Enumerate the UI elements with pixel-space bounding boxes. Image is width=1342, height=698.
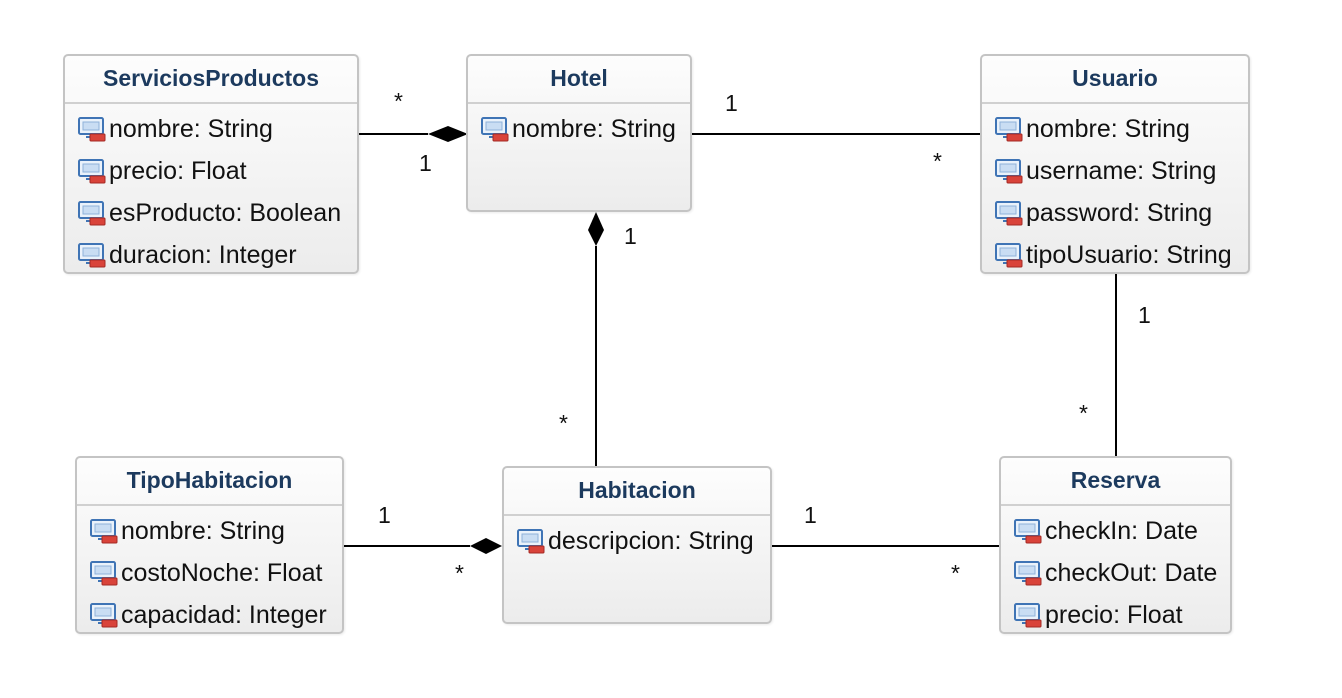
attribute-label: precio: Float (109, 157, 247, 185)
attribute-icon (481, 117, 509, 142)
attribute-icon (90, 519, 118, 544)
class-name: Usuario (982, 56, 1248, 104)
multiplicity-label: * (933, 148, 942, 174)
composition-diamond-hotel-servicios (428, 126, 468, 142)
attribute-row: nombre: String (982, 108, 1248, 150)
class-name: ServiciosProductos (65, 56, 357, 104)
attribute-icon (90, 603, 118, 628)
multiplicity-label: 1 (419, 150, 432, 176)
attribute-label: precio: Float (1045, 601, 1183, 629)
class-usuario[interactable]: Usuario nombre: String username: String … (980, 54, 1250, 274)
attribute-icon (995, 243, 1023, 268)
attribute-row: costoNoche: Float (77, 552, 342, 594)
class-habitacion[interactable]: Habitacion descripcion: String (502, 466, 772, 624)
class-name: TipoHabitacion (77, 458, 342, 506)
multiplicity-label: * (559, 410, 568, 436)
attribute-label: duracion: Integer (109, 241, 297, 269)
multiplicity-label: 1 (624, 223, 637, 249)
class-serviciosproductos[interactable]: ServiciosProductos nombre: String precio… (63, 54, 359, 274)
attribute-label: username: String (1026, 157, 1217, 185)
attribute-label: nombre: String (512, 115, 676, 143)
attribute-label: checkOut: Date (1045, 559, 1218, 587)
multiplicity-label: 1 (1138, 302, 1151, 328)
attribute-icon (78, 117, 106, 142)
attribute-row: duracion: Integer (65, 234, 357, 276)
attribute-row: nombre: String (468, 108, 690, 150)
attribute-row: esProducto: Boolean (65, 192, 357, 234)
attribute-icon (995, 117, 1023, 142)
attribute-label: costoNoche: Float (121, 559, 323, 587)
attribute-row: precio: Float (1001, 594, 1230, 636)
class-name: Habitacion (504, 468, 770, 516)
attribute-icon (78, 201, 106, 226)
attribute-icon (78, 243, 106, 268)
composition-diamond-hotel-habitacion (588, 212, 604, 246)
attribute-row: tipoUsuario: String (982, 234, 1248, 276)
attribute-row: nombre: String (65, 108, 357, 150)
attribute-icon (1014, 561, 1042, 586)
class-reserva[interactable]: Reserva checkIn: Date checkOut: Date pre… (999, 456, 1232, 634)
attribute-icon (517, 529, 545, 554)
attribute-row: capacidad: Integer (77, 594, 342, 636)
attribute-icon (1014, 603, 1042, 628)
composition-diamond-habitacion-tipo (470, 538, 502, 554)
attribute-icon (1014, 519, 1042, 544)
attribute-label: checkIn: Date (1045, 517, 1198, 545)
multiplicity-label: 1 (378, 502, 391, 528)
attribute-label: esProducto: Boolean (109, 199, 342, 227)
multiplicity-label: * (455, 560, 464, 586)
multiplicity-label: * (1079, 400, 1088, 426)
class-tipohabitacion[interactable]: TipoHabitacion nombre: String costoNoche… (75, 456, 344, 634)
attribute-row: checkOut: Date (1001, 552, 1230, 594)
multiplicity-label: 1 (804, 502, 817, 528)
attribute-icon (995, 159, 1023, 184)
attribute-label: nombre: String (109, 115, 273, 143)
attribute-row: checkIn: Date (1001, 510, 1230, 552)
attribute-label: nombre: String (1026, 115, 1190, 143)
attribute-label: tipoUsuario: String (1026, 241, 1232, 269)
attribute-icon (78, 159, 106, 184)
attribute-row: precio: Float (65, 150, 357, 192)
attribute-row: password: String (982, 192, 1248, 234)
multiplicity-label: * (951, 560, 960, 586)
attribute-row: username: String (982, 150, 1248, 192)
multiplicity-label: * (394, 88, 403, 114)
attribute-row: nombre: String (77, 510, 342, 552)
attribute-icon (995, 201, 1023, 226)
attribute-label: descripcion: String (548, 527, 754, 555)
class-name: Reserva (1001, 458, 1230, 506)
attribute-icon (90, 561, 118, 586)
class-hotel[interactable]: Hotel nombre: String (466, 54, 692, 212)
multiplicity-label: 1 (725, 90, 738, 116)
class-name: Hotel (468, 56, 690, 104)
attribute-label: capacidad: Integer (121, 601, 327, 629)
attribute-row: descripcion: String (504, 520, 770, 562)
attribute-label: password: String (1026, 199, 1213, 227)
attribute-label: nombre: String (121, 517, 285, 545)
